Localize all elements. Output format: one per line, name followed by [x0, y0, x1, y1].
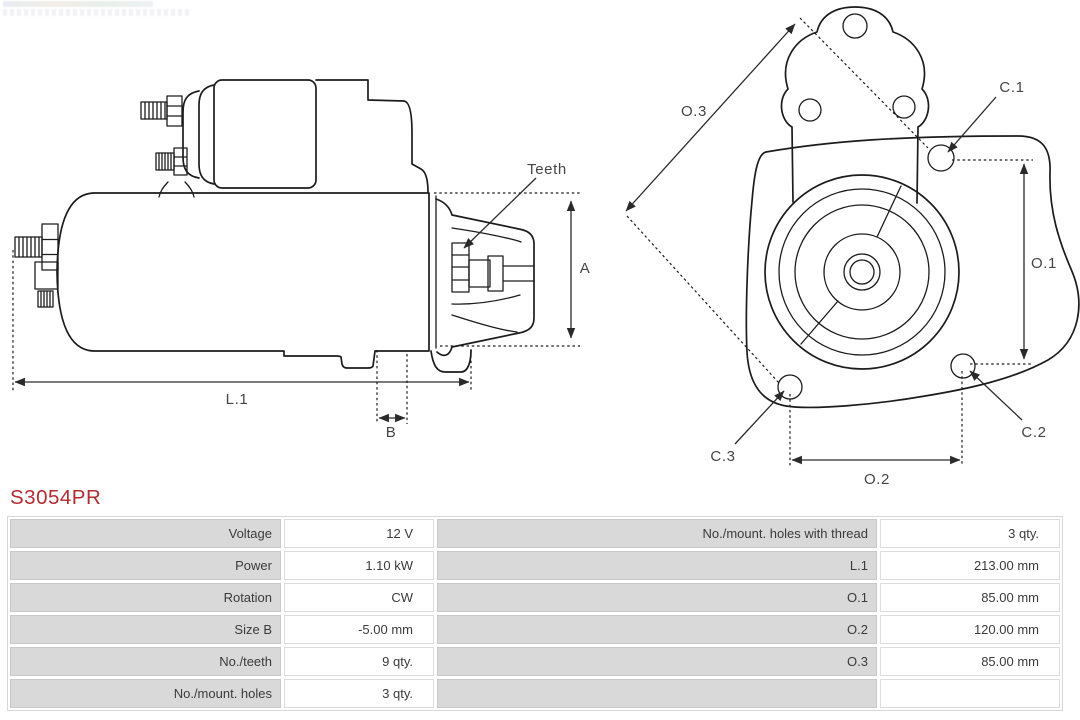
spec-label-cell: No./mount. holes with thread [437, 519, 877, 548]
spec-value-cell: 120.00 mm [880, 615, 1060, 644]
spec-label-cell: Voltage [10, 519, 281, 548]
spec-label-cell: O.1 [437, 583, 877, 612]
dim-label-c1: C.1 [999, 79, 1024, 96]
spec-label-cell [437, 679, 877, 708]
dim-label-a: A [580, 260, 591, 277]
spec-value-cell [880, 679, 1060, 708]
spec-value-cell: 9 qty. [284, 647, 434, 676]
spec-label-cell: No./mount. holes [10, 679, 281, 708]
dim-label-l1: L.1 [226, 391, 249, 408]
front-view-drawing: O.3 C.1 O.1 C.2 C.3 O.2 [625, 6, 1080, 488]
dim-label-o1: O.1 [1031, 255, 1057, 272]
technical-drawing: A Teeth L.1 B O.3 [12, 6, 1080, 488]
teeth-label: Teeth [527, 161, 567, 178]
spec-value-cell: 12 V [284, 519, 434, 548]
spec-label-cell: L.1 [437, 551, 877, 580]
spec-value-cell: 3 qty. [284, 679, 434, 708]
dim-label-o2: O.2 [864, 471, 890, 488]
dim-label-c3: C.3 [710, 448, 735, 465]
spec-label-cell: Power [10, 551, 281, 580]
spec-label-cell: Rotation [10, 583, 281, 612]
spec-value-cell: 85.00 mm [880, 647, 1060, 676]
spec-label-cell: O.2 [437, 615, 877, 644]
spec-value-cell: CW [284, 583, 434, 612]
dim-label-b: B [386, 424, 397, 441]
dim-label-o3: O.3 [681, 103, 707, 120]
spec-label-cell: Size B [10, 615, 281, 644]
spec-label-cell: O.3 [437, 647, 877, 676]
spec-table: Voltage 12 V No./mount. holes with threa… [7, 516, 1063, 711]
spec-value-cell: 1.10 kW [284, 551, 434, 580]
spec-value-cell: 3 qty. [880, 519, 1060, 548]
spec-label-cell: No./teeth [10, 647, 281, 676]
part-number: S3054PR [10, 486, 102, 509]
spec-value-cell: 85.00 mm [880, 583, 1060, 612]
spec-value-cell: 213.00 mm [880, 551, 1060, 580]
side-view-drawing: A Teeth L.1 B [12, 79, 591, 441]
dim-label-c2: C.2 [1021, 424, 1046, 441]
spec-value-cell: -5.00 mm [284, 615, 434, 644]
